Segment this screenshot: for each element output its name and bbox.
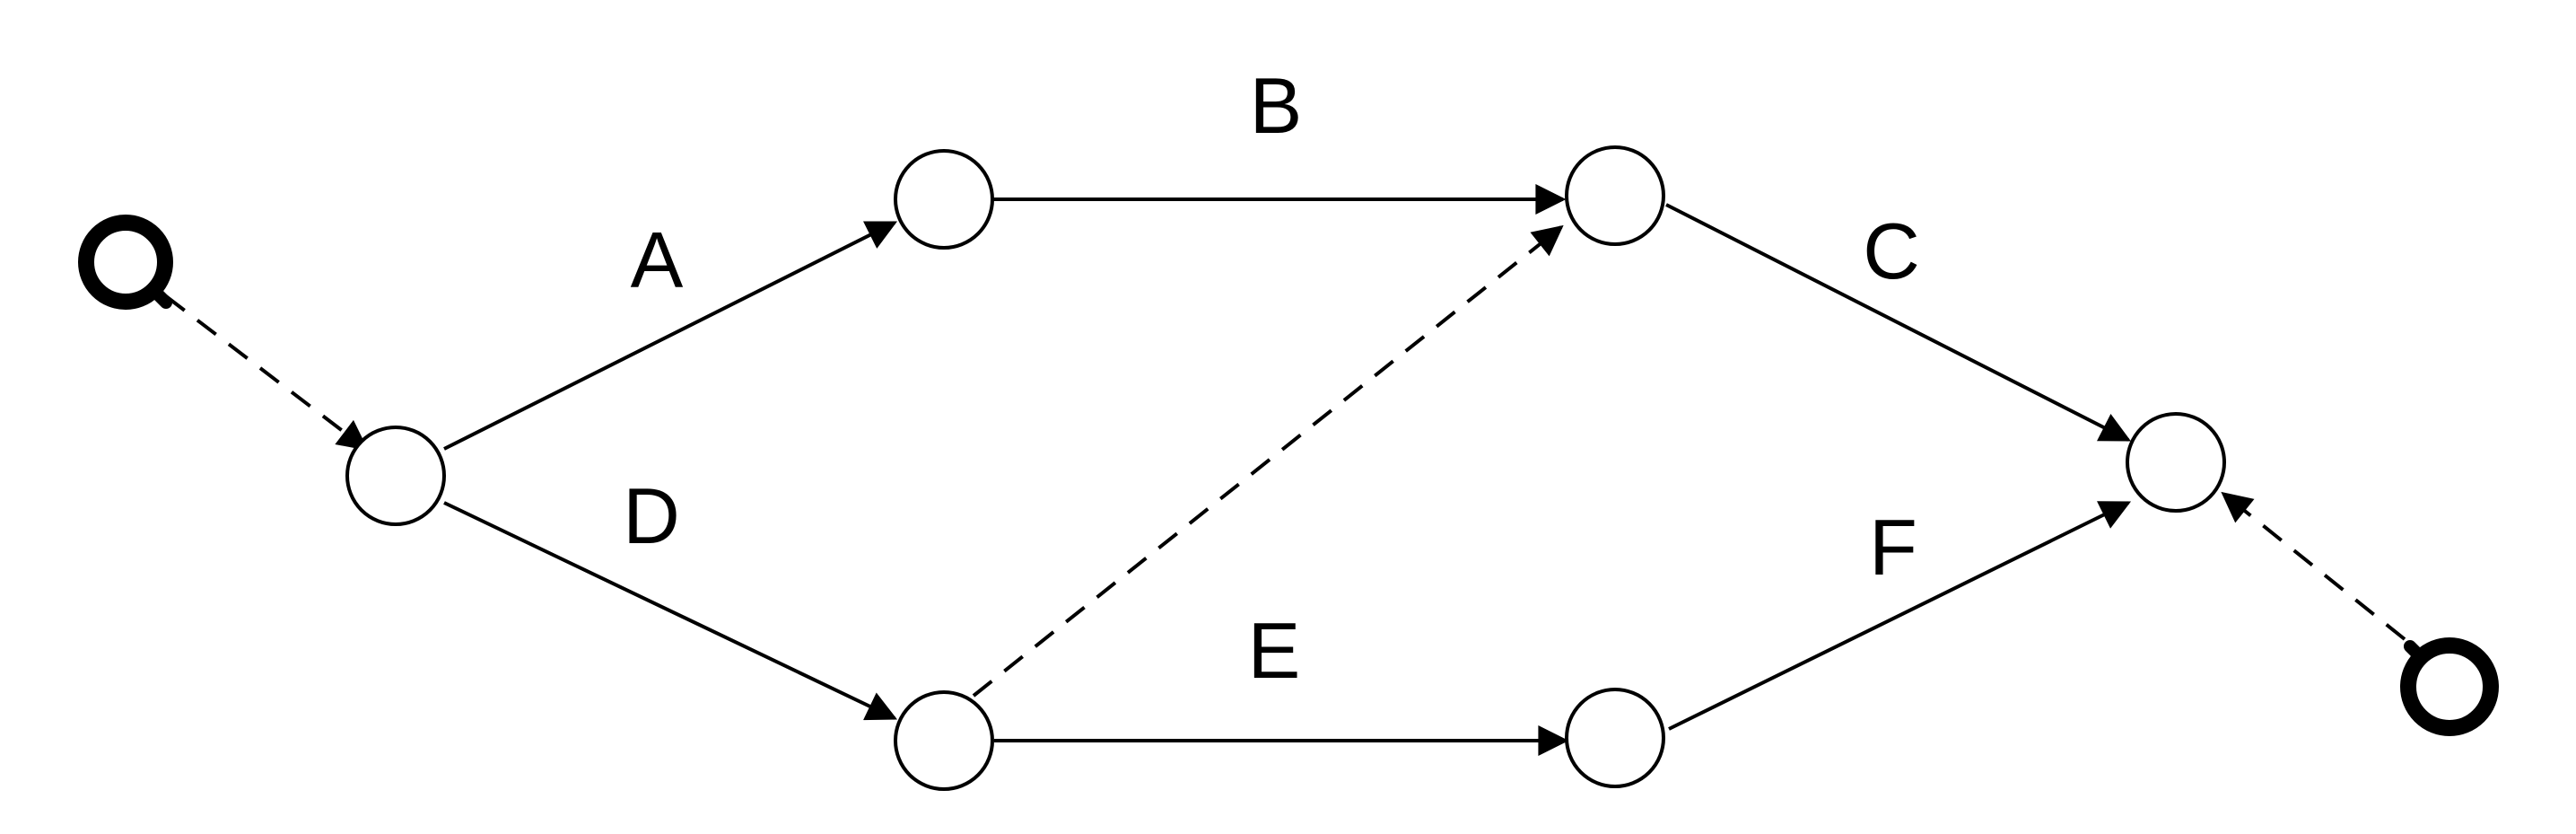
edge-d bbox=[443, 501, 898, 721]
node-4 bbox=[894, 690, 994, 791]
node-5 bbox=[1565, 688, 1665, 788]
node-3 bbox=[1565, 145, 1665, 246]
edge-c bbox=[1665, 203, 2132, 442]
edge-label-e: E bbox=[1248, 606, 1301, 695]
edge-label-a: A bbox=[631, 215, 684, 304]
dummy-edge-start bbox=[164, 294, 369, 452]
node-2 bbox=[894, 149, 994, 250]
start-node bbox=[78, 215, 173, 310]
edge-label-c: C bbox=[1863, 206, 1920, 295]
dummy-edge-end bbox=[2221, 491, 2406, 641]
end-node bbox=[2400, 637, 2499, 736]
node-1 bbox=[345, 426, 446, 526]
dummy-edge-d-to-c bbox=[972, 224, 1564, 698]
edge-f bbox=[1668, 501, 2132, 731]
edge-label-b: B bbox=[1250, 61, 1303, 150]
edge-label-f: F bbox=[1869, 503, 1917, 592]
node-6 bbox=[2126, 412, 2226, 513]
edge-label-d: D bbox=[623, 471, 680, 560]
edge-a bbox=[443, 221, 898, 451]
